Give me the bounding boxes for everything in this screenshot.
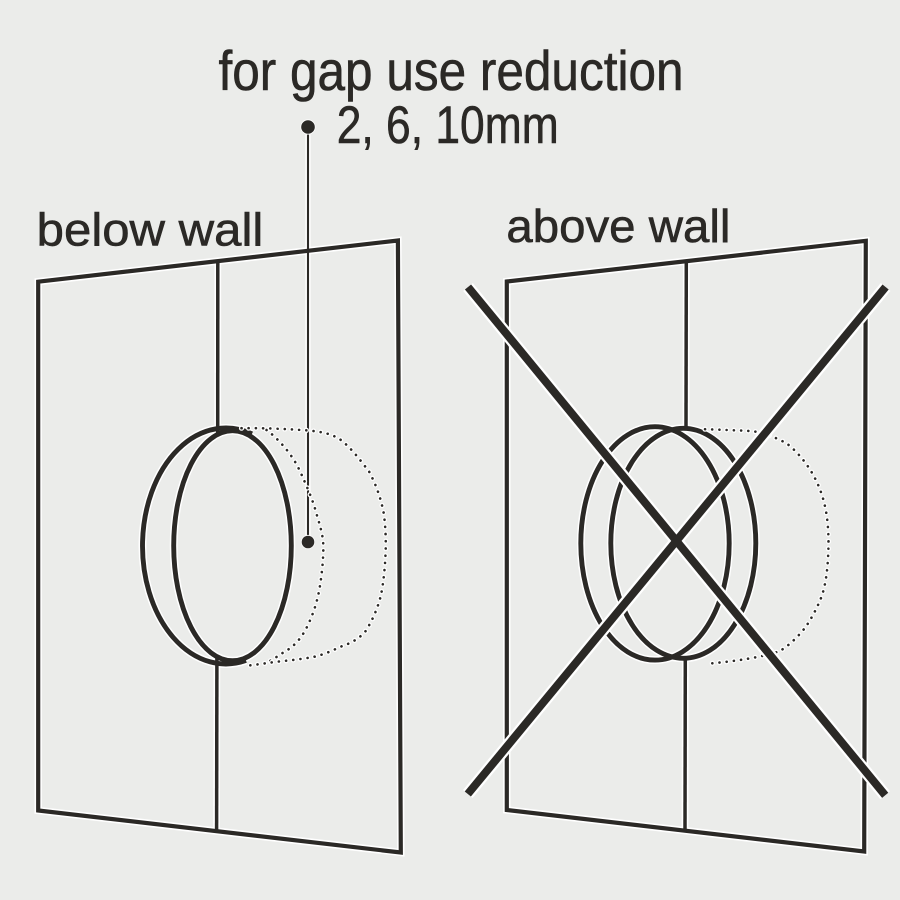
- svg-text:above wall: above wall: [506, 200, 730, 252]
- svg-text:below wall: below wall: [37, 203, 264, 255]
- svg-text:for gap use reduction: for gap use reduction: [219, 39, 684, 102]
- svg-text:2, 6, 10mm: 2, 6, 10mm: [337, 96, 559, 155]
